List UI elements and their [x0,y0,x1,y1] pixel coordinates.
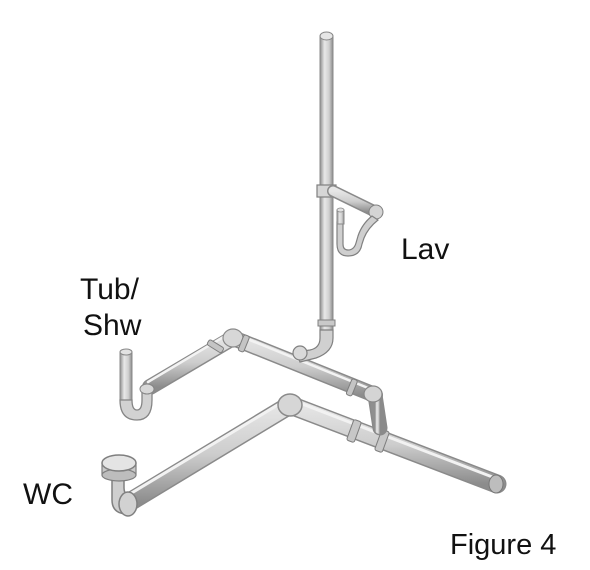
tub-shower-label-line1: Tub/ [80,273,139,306]
tub-branch-pipe [142,328,388,436]
tub-shower-label-line2: Shw [83,309,142,342]
wc-label: WC [23,478,73,511]
lav-label: Lav [401,233,450,266]
main-drain-pipe [280,395,507,494]
wc-branch-pipe [118,393,390,513]
wc-closet-flange [101,454,138,517]
tub-trap [119,348,155,421]
figure-caption: Figure 4 [450,529,557,561]
lav-trap [327,185,384,257]
vent-stack-pipe [292,31,337,363]
